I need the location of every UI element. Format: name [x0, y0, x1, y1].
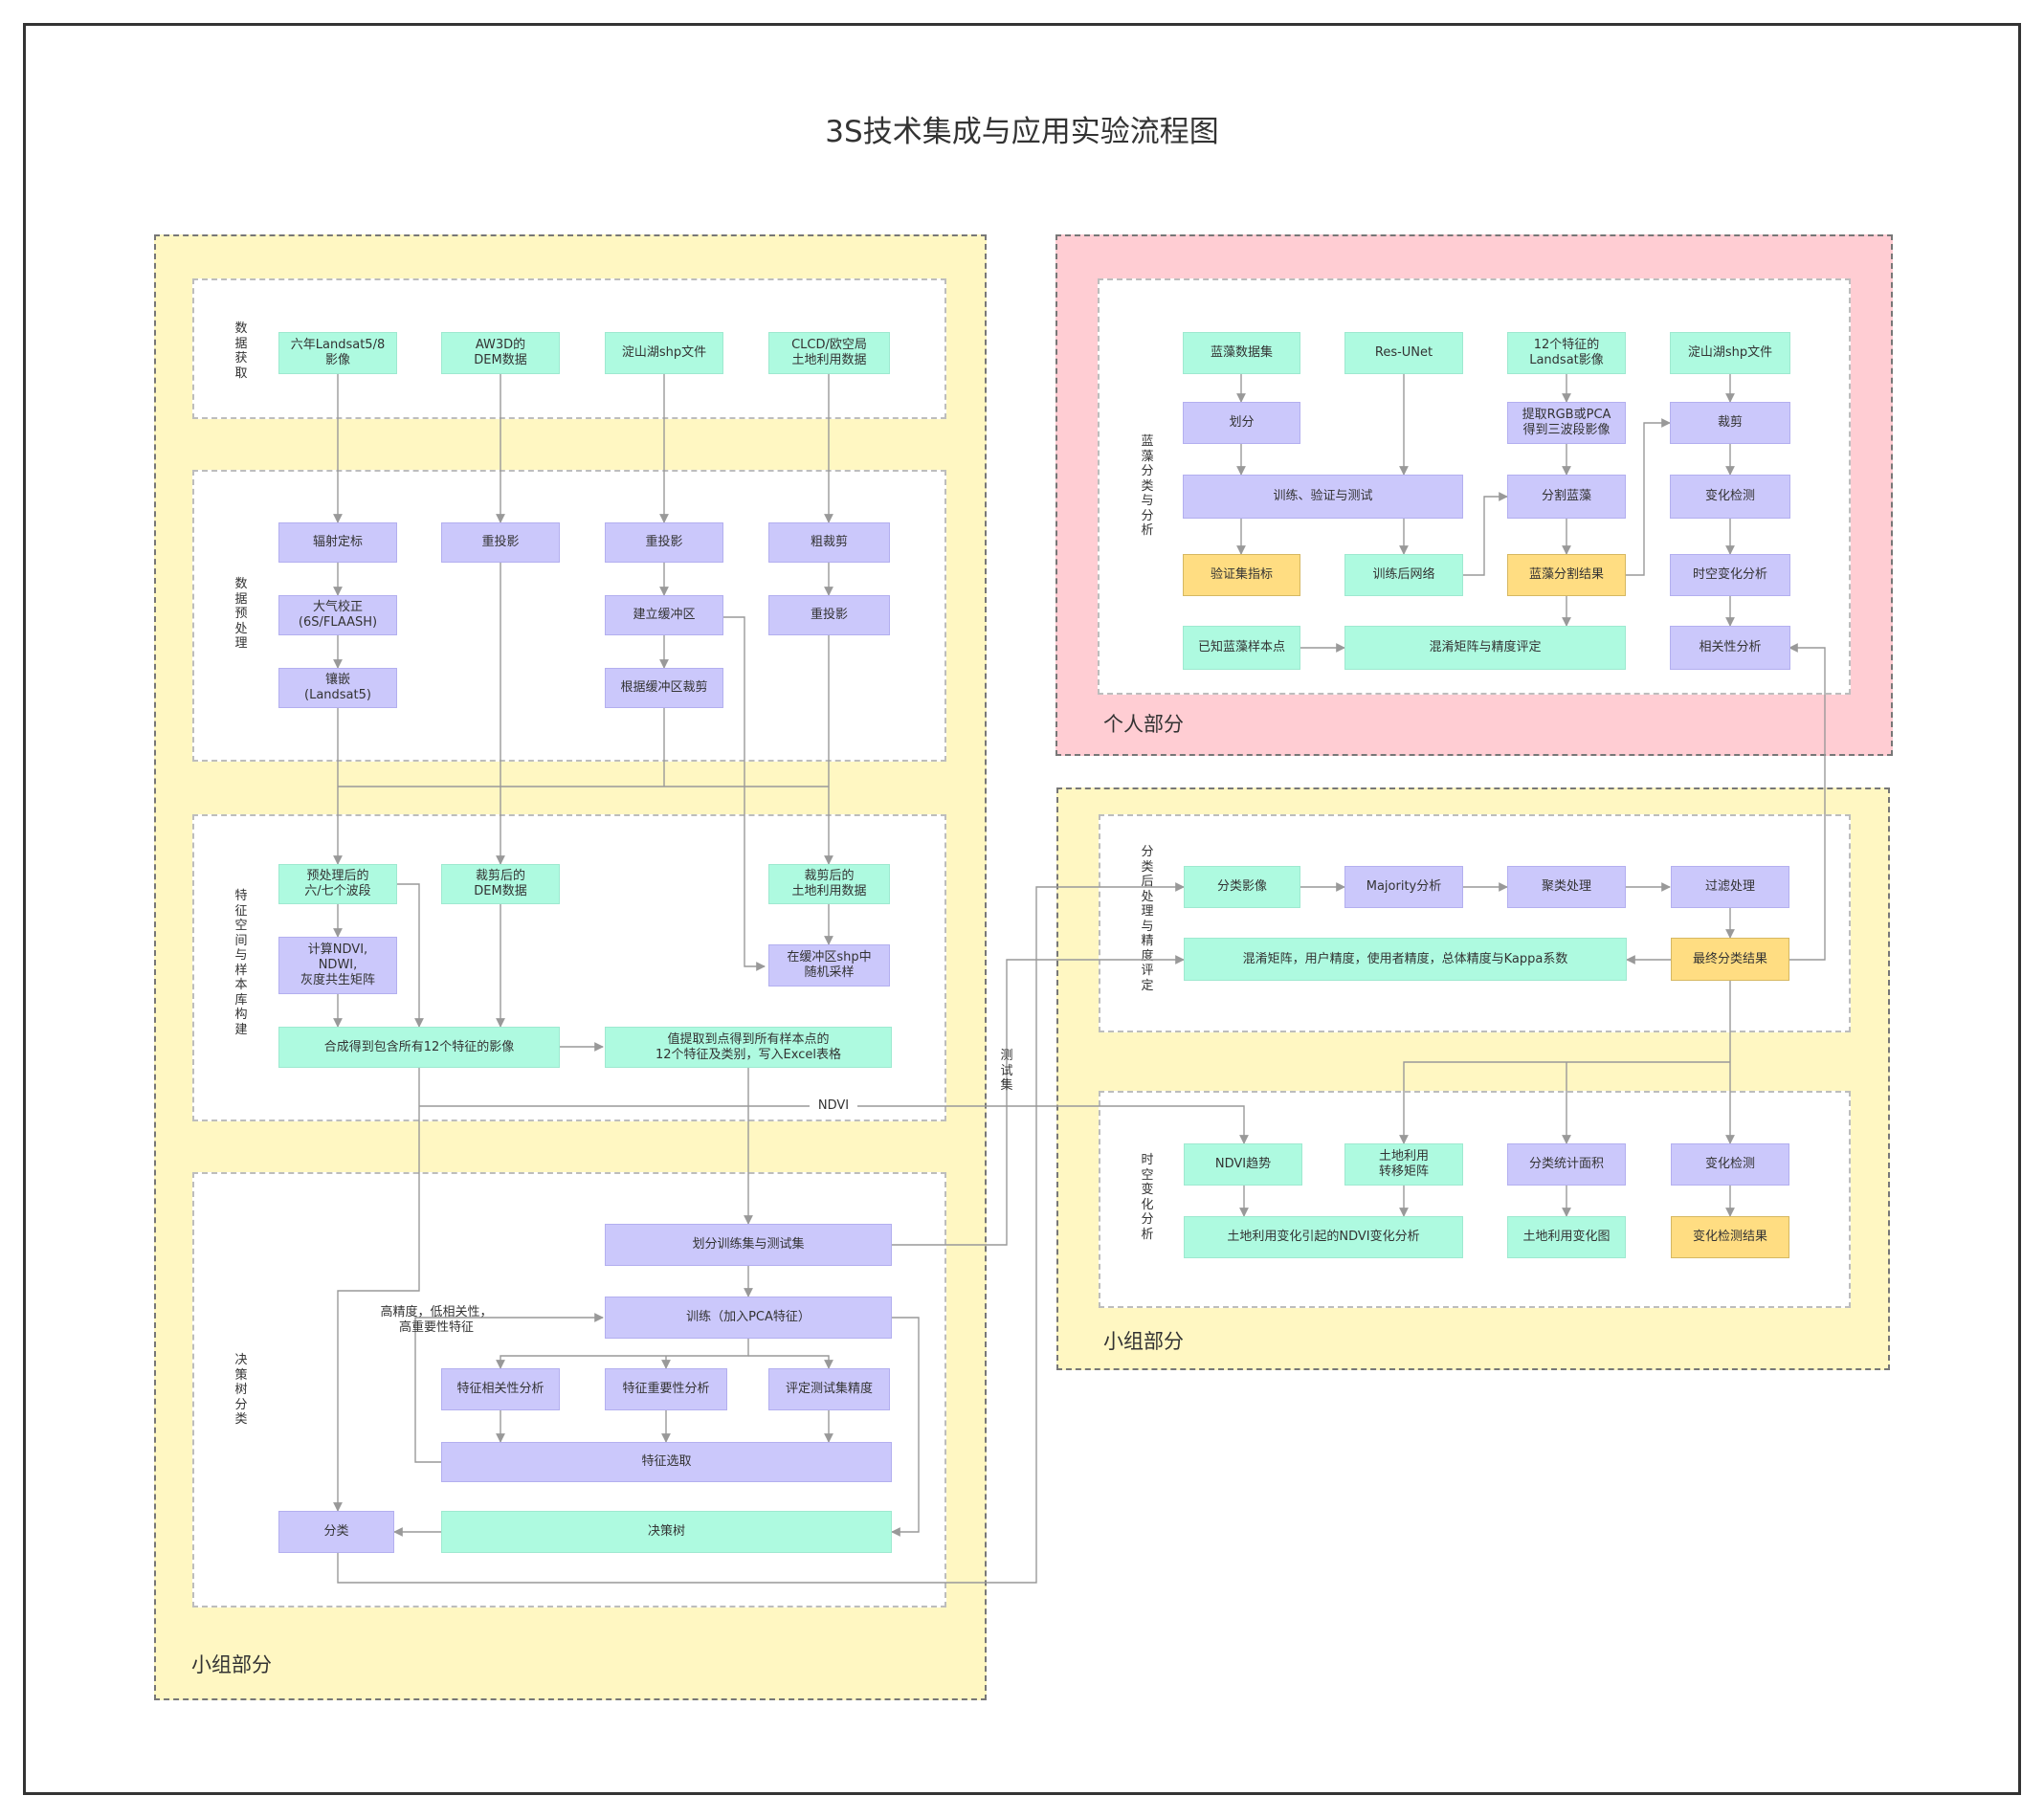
node-cluster[interactable]: 聚类处理 [1507, 866, 1626, 908]
node-bands[interactable]: 预处理后的 六/七个波段 [278, 864, 397, 904]
node-st-analysis[interactable]: 时空变化分析 [1670, 554, 1790, 596]
node-aw3d[interactable]: AW3D的 DEM数据 [441, 332, 560, 374]
node-atmos[interactable]: 大气校正 (6S/FLAASH) [278, 595, 397, 635]
section-change [1099, 1091, 1851, 1308]
node-lu-clip[interactable]: 裁剪后的 土地利用数据 [768, 864, 890, 904]
node-change-det1[interactable]: 变化检测 [1670, 475, 1790, 519]
label-preprocess: 数据预处理 [234, 577, 248, 651]
label-tree: 决策树分类 [234, 1353, 248, 1427]
left-group-label: 小组部分 [191, 1653, 272, 1676]
node-ndvi-change[interactable]: 土地利用变化引起的NDVI变化分析 [1184, 1216, 1463, 1258]
label-blue-algae: 蓝藻分类与分析 [1141, 434, 1154, 538]
node-crop[interactable]: 裁剪 [1670, 402, 1790, 444]
node-mosaic[interactable]: 镶嵌 (Landsat5) [278, 668, 397, 708]
node-filter[interactable]: 过滤处理 [1671, 866, 1789, 908]
node-lu-matrix[interactable]: 土地利用 转移矩阵 [1344, 1143, 1463, 1186]
node-coarse-clip[interactable]: 粗裁剪 [768, 522, 890, 563]
page-title: 3S技术集成与应用实验流程图 [825, 115, 1219, 149]
node-landsat12[interactable]: 12个特征的 Landsat影像 [1507, 332, 1626, 374]
node-rgb-pca[interactable]: 提取RGB或PCA 得到三波段影像 [1507, 402, 1626, 444]
node-final[interactable]: 最终分类结果 [1671, 938, 1789, 981]
node-dtree[interactable]: 决策树 [441, 1511, 892, 1553]
label-feature: 特征空间与样本库构建 [234, 889, 248, 1037]
node-radiometric[interactable]: 辐射定标 [278, 522, 397, 563]
personal-group-label: 个人部分 [1103, 713, 1184, 736]
node-majority[interactable]: Majority分析 [1344, 866, 1463, 908]
node-seg-result[interactable]: 蓝藻分割结果 [1507, 554, 1626, 596]
node-ndvi-calc[interactable]: 计算NDVI, NDWI, 灰度共生矩阵 [278, 937, 397, 994]
node-reproj3[interactable]: 重投影 [768, 595, 890, 635]
label-acquire: 数据获取 [234, 321, 248, 381]
label-change: 时空变化分析 [1141, 1153, 1154, 1242]
node-lake-shp2[interactable]: 淀山湖shp文件 [1670, 332, 1790, 374]
node-lu-map[interactable]: 土地利用变化图 [1507, 1216, 1626, 1258]
node-dem-clip[interactable]: 裁剪后的 DEM数据 [441, 864, 560, 904]
node-buffer-clip[interactable]: 根据缓冲区裁剪 [605, 668, 723, 708]
node-confusion2[interactable]: 混淆矩阵，用户精度，使用者精度，总体精度与Kappa系数 [1184, 938, 1627, 981]
edge-label-test-set: 测试集 [1000, 1049, 1013, 1093]
node-lake-shp[interactable]: 淀山湖shp文件 [605, 332, 723, 374]
node-reproj2[interactable]: 重投影 [605, 522, 723, 563]
node-ndvi-trend[interactable]: NDVI趋势 [1184, 1143, 1302, 1186]
node-resunet[interactable]: Res-UNet [1344, 332, 1463, 374]
node-divide[interactable]: 划分 [1183, 402, 1300, 444]
node-composite[interactable]: 合成得到包含所有12个特征的影像 [278, 1027, 560, 1068]
node-train[interactable]: 训练（加入PCA特征） [605, 1297, 892, 1339]
node-select[interactable]: 特征选取 [441, 1442, 892, 1482]
node-change-det2[interactable]: 变化检测 [1671, 1143, 1789, 1186]
node-area-stat[interactable]: 分类统计面积 [1507, 1143, 1626, 1186]
node-seg[interactable]: 分割蓝藻 [1507, 475, 1626, 519]
right-group-label: 小组部分 [1103, 1330, 1184, 1353]
node-confusion1[interactable]: 混淆矩阵与精度评定 [1344, 626, 1626, 670]
node-change-result[interactable]: 变化检测结果 [1671, 1216, 1789, 1258]
node-extract[interactable]: 值提取到点得到所有样本点的 12个特征及类别，写入Excel表格 [605, 1027, 892, 1068]
node-classify[interactable]: 分类 [278, 1511, 394, 1553]
node-buffer[interactable]: 建立缓冲区 [605, 595, 723, 635]
node-ba-dataset[interactable]: 蓝藻数据集 [1183, 332, 1300, 374]
node-split[interactable]: 划分训练集与测试集 [605, 1224, 892, 1266]
section-post [1099, 814, 1851, 1032]
node-clcd[interactable]: CLCD/欧空局 土地利用数据 [768, 332, 890, 374]
edge-label-high-precision: 高精度，低相关性， 高重要性特征 [380, 1305, 493, 1335]
node-trained-net[interactable]: 训练后网络 [1344, 554, 1463, 596]
node-reproj1[interactable]: 重投影 [441, 522, 560, 563]
node-train-val[interactable]: 训练、验证与测试 [1183, 475, 1463, 519]
node-class-img[interactable]: 分类影像 [1184, 866, 1300, 908]
label-post: 分类后处理与精度评定 [1141, 845, 1154, 993]
node-eval[interactable]: 评定测试集精度 [768, 1368, 890, 1410]
node-corr-analysis[interactable]: 相关性分析 [1670, 626, 1790, 670]
node-corr[interactable]: 特征相关性分析 [441, 1368, 560, 1410]
node-importance[interactable]: 特征重要性分析 [605, 1368, 727, 1410]
node-known[interactable]: 已知蓝藻样本点 [1183, 626, 1300, 670]
edge-label-ndvi: NDVI [810, 1098, 857, 1114]
outer-frame [23, 23, 2021, 1795]
node-sample[interactable]: 在缓冲区shp中 随机采样 [768, 944, 890, 987]
node-landsat[interactable]: 六年Landsat5/8 影像 [278, 332, 397, 374]
node-val-metrics[interactable]: 验证集指标 [1183, 554, 1300, 596]
